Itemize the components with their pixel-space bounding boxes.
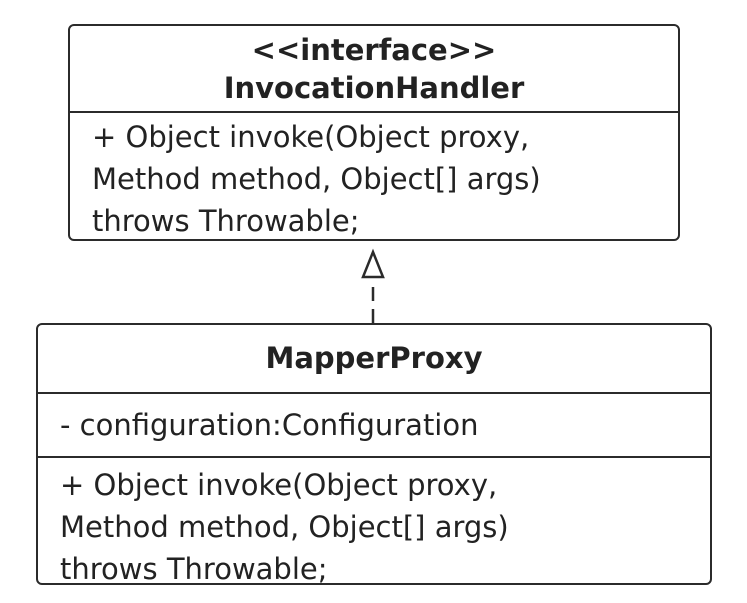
interface-operation-line: + Object invoke(Object proxy, — [92, 120, 530, 154]
operation-line: Method method, Object[] args) — [60, 510, 509, 544]
implementing-class-box[interactable]: MapperProxy - configuration:Configuratio… — [36, 323, 712, 586]
operation-line: throws Throwable; — [60, 552, 328, 586]
interface-class-header: <<interface>> InvocationHandler — [70, 26, 678, 113]
interface-operation-line: throws Throwable; — [92, 204, 360, 238]
interface-operations: + Object invoke(Object proxy, Method met… — [70, 113, 678, 242]
implementing-class-attributes: - configuration:Configuration — [38, 394, 710, 458]
interface-stereotype: <<interface>> — [251, 33, 497, 67]
operation-line: + Object invoke(Object proxy, — [60, 468, 498, 502]
implementing-class-header: MapperProxy — [38, 325, 710, 394]
interface-class-name: InvocationHandler — [223, 71, 525, 105]
interface-operation-line: Method method, Object[] args) — [92, 162, 541, 196]
implementing-class-operations: + Object invoke(Object proxy, Method met… — [38, 458, 710, 590]
realization-arrowhead — [361, 248, 385, 279]
attribute-line: - configuration:Configuration — [60, 408, 479, 442]
interface-class-box[interactable]: <<interface>> InvocationHandler + Object… — [68, 24, 680, 241]
implementing-class-name: MapperProxy — [265, 341, 483, 375]
